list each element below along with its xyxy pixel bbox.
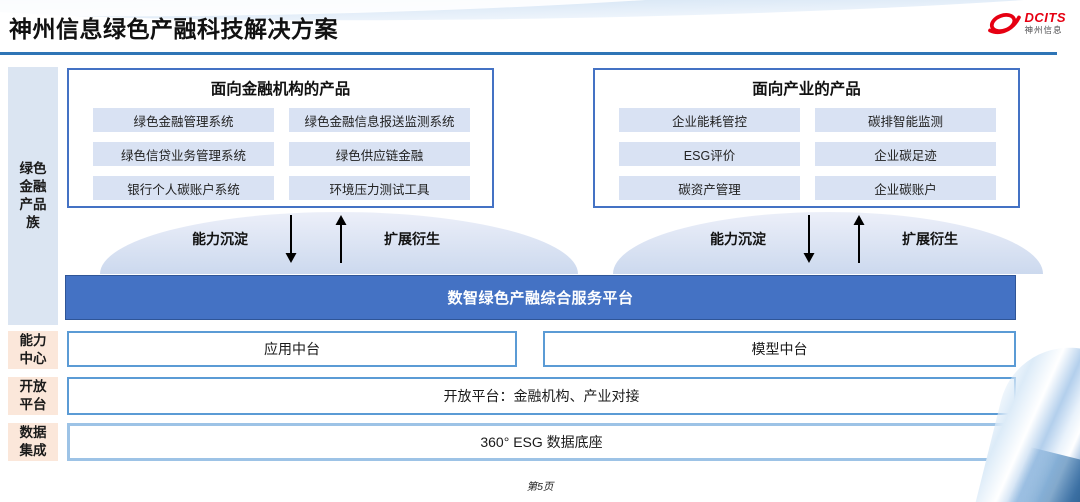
capability-box-app-middle-platform: 应用中台 [67, 331, 517, 367]
up-arrow-icon [335, 215, 347, 263]
product-item: 银行个人碳账户系统 [93, 176, 274, 200]
product-item: 环境压力测试工具 [289, 176, 470, 200]
product-item: 绿色金融信息报送监测系统 [289, 108, 470, 132]
esg-data-base-box: 360° ESG 数据底座 [67, 423, 1016, 461]
dcits-swirl-icon [987, 13, 1021, 35]
sidebar-item-label: 绿色金融产品族 [19, 160, 47, 231]
product-item: ESG评价 [619, 142, 800, 166]
sidebar-item-label: 能力中心 [19, 332, 47, 366]
sidebar-item-label: 开放平台 [19, 378, 47, 412]
flow-group-right: 能力沉淀 扩展衍生 [710, 213, 958, 265]
product-item: 碳排智能监测 [815, 108, 996, 132]
sidebar-item-label: 数据集成 [19, 424, 47, 458]
header-divider [0, 52, 1057, 55]
up-arrow-icon [853, 215, 865, 263]
sidebar-item-data-integration: 数据集成 [8, 423, 58, 461]
page-title: 神州信息绿色产融科技解决方案 [9, 16, 338, 42]
down-arrow-icon [803, 215, 815, 263]
product-item: 碳资产管理 [619, 176, 800, 200]
sidebar-item-green-finance-family: 绿色金融产品族 [8, 67, 58, 325]
product-group-industry: 面向产业的产品 企业能耗管控 碳排智能监测 ESG评价 企业碳足迹 碳资产管理 … [593, 68, 1020, 208]
flow-up-label: 扩展衍生 [384, 231, 440, 247]
product-group-title: 面向产业的产品 [752, 81, 861, 98]
open-platform-box: 开放平台：金融机构、产业对接 [67, 377, 1016, 415]
product-group-title: 面向金融机构的产品 [210, 81, 351, 98]
product-item: 绿色金融管理系统 [93, 108, 274, 132]
platform-bar: 数智绿色产融综合服务平台 [65, 275, 1016, 320]
dcits-logo: DCITS 神州信息 [987, 9, 1067, 37]
product-item: 企业碳足迹 [815, 142, 996, 166]
product-grid: 绿色金融管理系统 绿色金融信息报送监测系统 绿色信贷业务管理系统 绿色供应链金融… [69, 99, 492, 200]
product-item: 企业能耗管控 [619, 108, 800, 132]
product-item: 绿色信贷业务管理系统 [93, 142, 274, 166]
down-arrow-icon [285, 215, 297, 263]
product-group-financial: 面向金融机构的产品 绿色金融管理系统 绿色金融信息报送监测系统 绿色信贷业务管理… [67, 68, 494, 208]
flow-up-label: 扩展衍生 [902, 231, 958, 247]
capability-box-model-middle-platform: 模型中台 [543, 331, 1016, 367]
sidebar-item-capability-center: 能力中心 [8, 331, 58, 369]
flow-group-left: 能力沉淀 扩展衍生 [192, 213, 440, 265]
flow-down-label: 能力沉淀 [710, 231, 766, 247]
logo-brand-cn-text: 神州信息 [1024, 25, 1063, 36]
product-item: 企业碳账户 [815, 176, 996, 200]
logo-brand-text: DCITS [1024, 10, 1066, 26]
flow-down-label: 能力沉淀 [192, 231, 248, 247]
page-number: 第5页 [526, 481, 554, 493]
sidebar-item-open-platform: 开放平台 [8, 377, 58, 415]
product-item: 绿色供应链金融 [289, 142, 470, 166]
product-grid: 企业能耗管控 碳排智能监测 ESG评价 企业碳足迹 碳资产管理 企业碳账户 [595, 99, 1018, 200]
